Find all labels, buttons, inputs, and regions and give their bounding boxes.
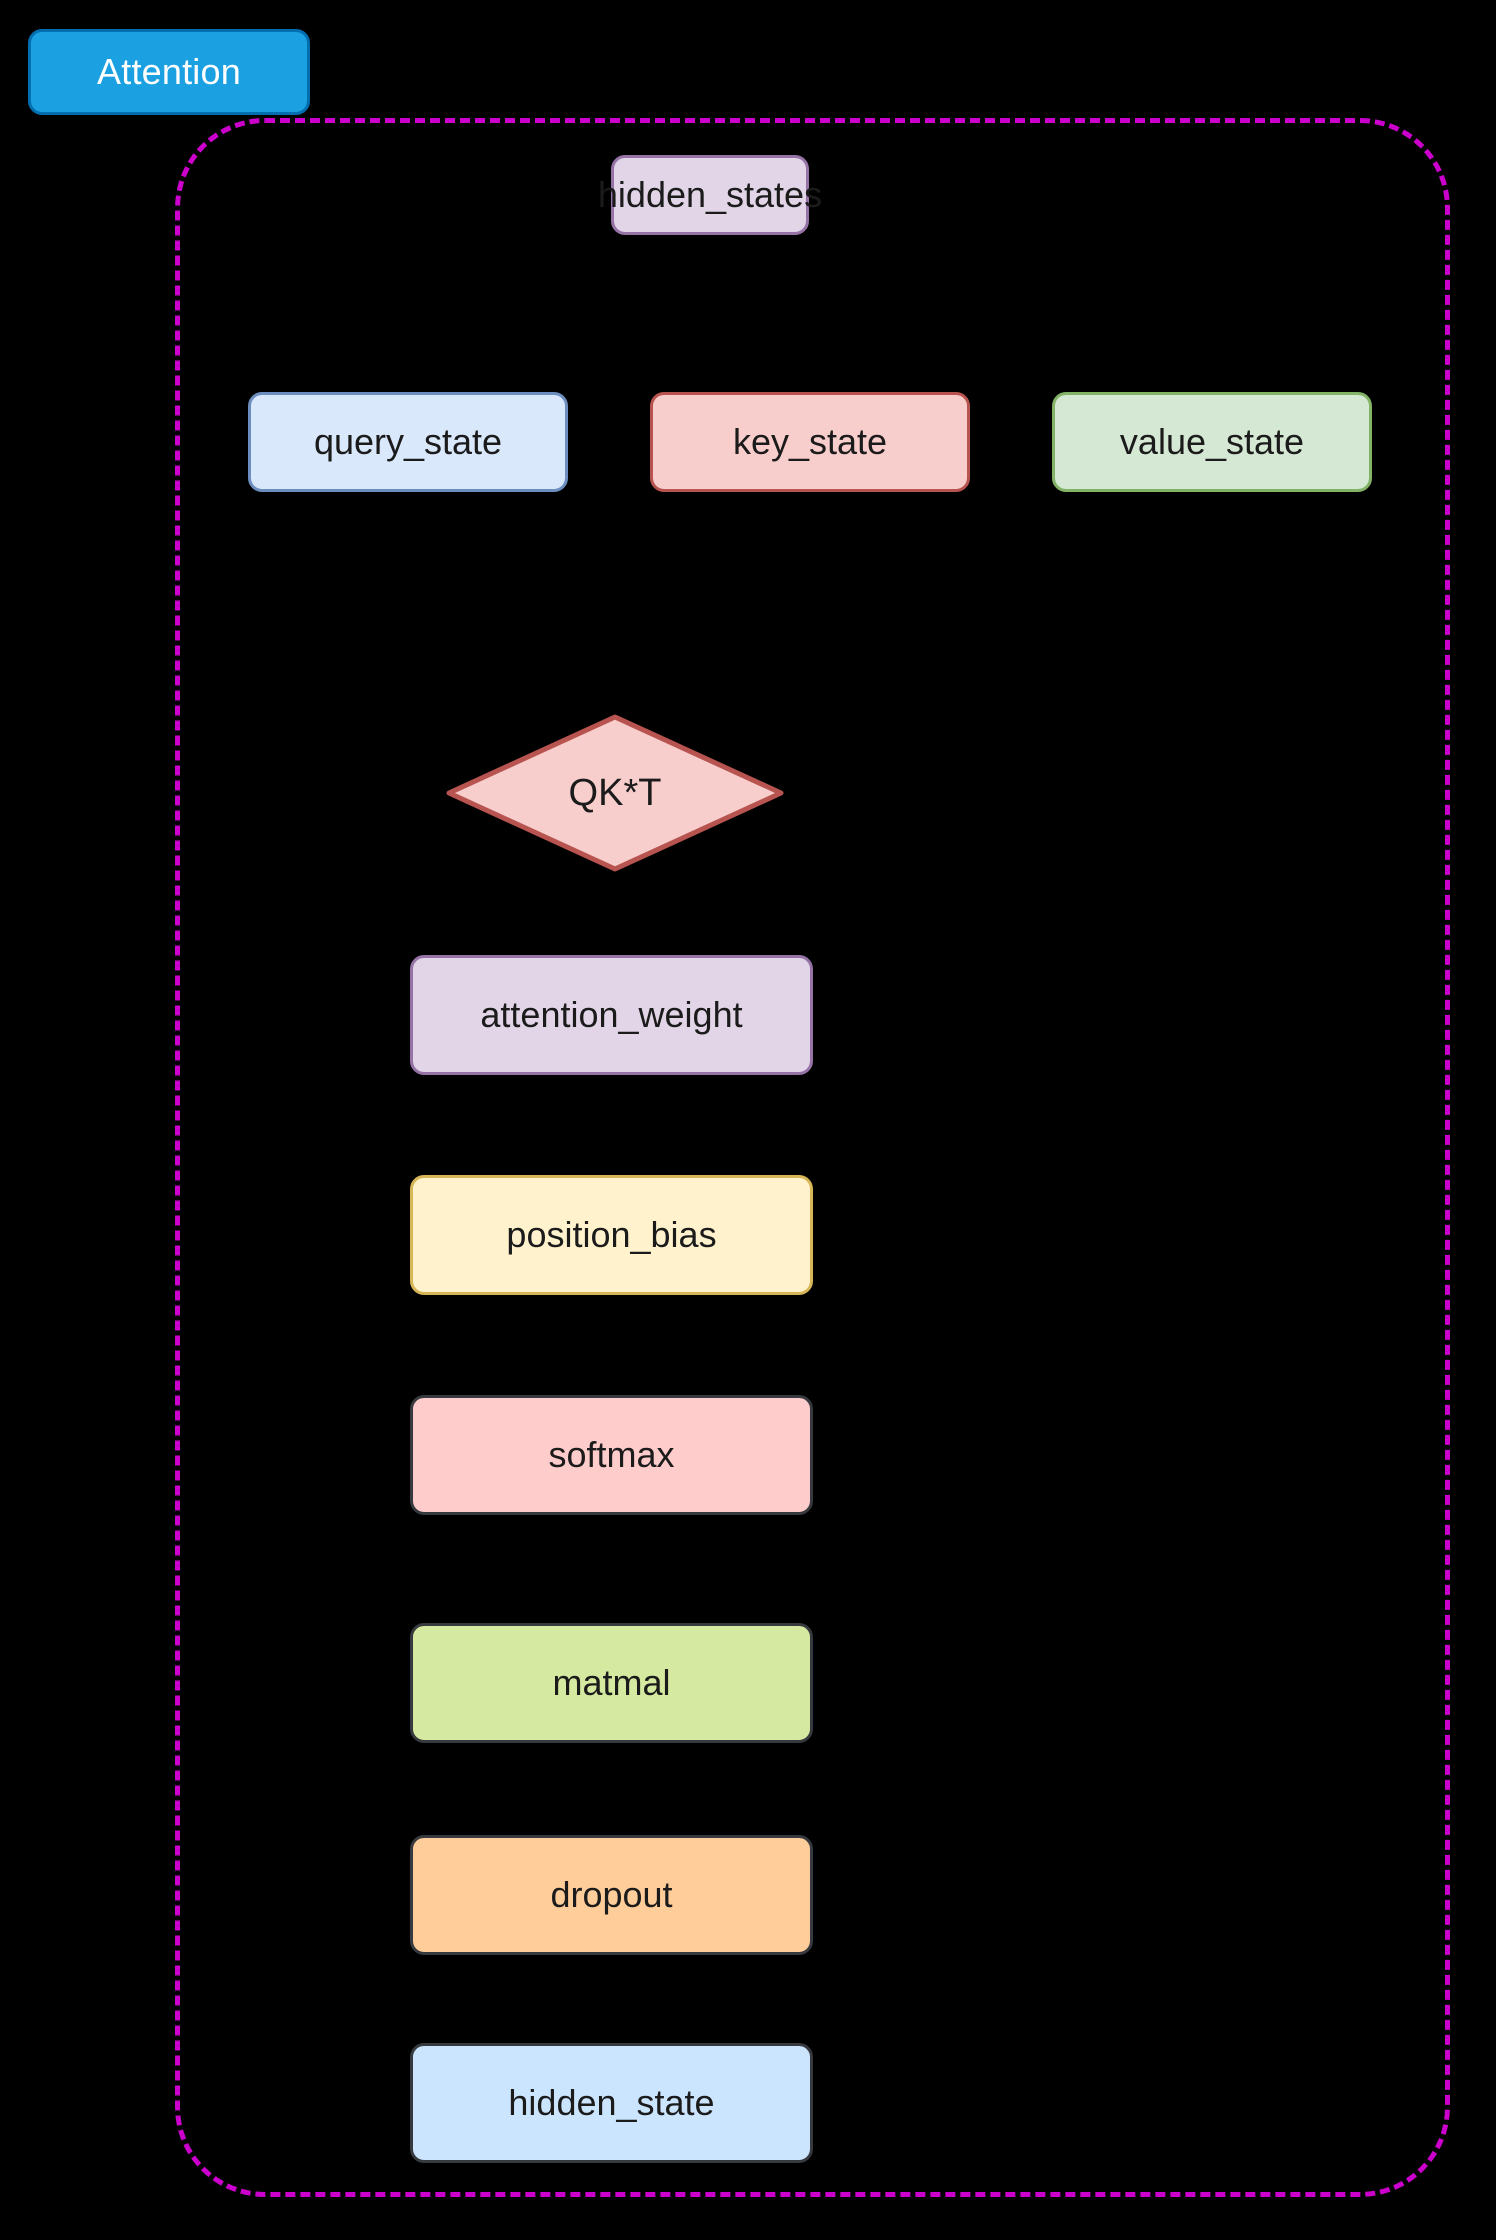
node-qkt[interactable]: QK*T (445, 713, 785, 873)
node-matmal[interactable]: matmal (410, 1623, 813, 1743)
node-softmax[interactable]: softmax (410, 1395, 813, 1515)
attention-group-container (175, 118, 1450, 2197)
node-hidden-states[interactable]: hidden_states (598, 155, 822, 235)
diamond-shape-icon (446, 714, 784, 872)
node-value-state[interactable]: value_state (1052, 392, 1372, 492)
group-title-attention[interactable]: Attention (28, 29, 310, 115)
node-query-state[interactable]: query_state (248, 392, 568, 492)
node-position-bias[interactable]: position_bias (410, 1175, 813, 1295)
node-key-state[interactable]: key_state (650, 392, 970, 492)
node-attention-weight[interactable]: attention_weight (410, 955, 813, 1075)
node-hidden-state[interactable]: hidden_state (410, 2043, 813, 2163)
node-dropout[interactable]: dropout (410, 1835, 813, 1955)
